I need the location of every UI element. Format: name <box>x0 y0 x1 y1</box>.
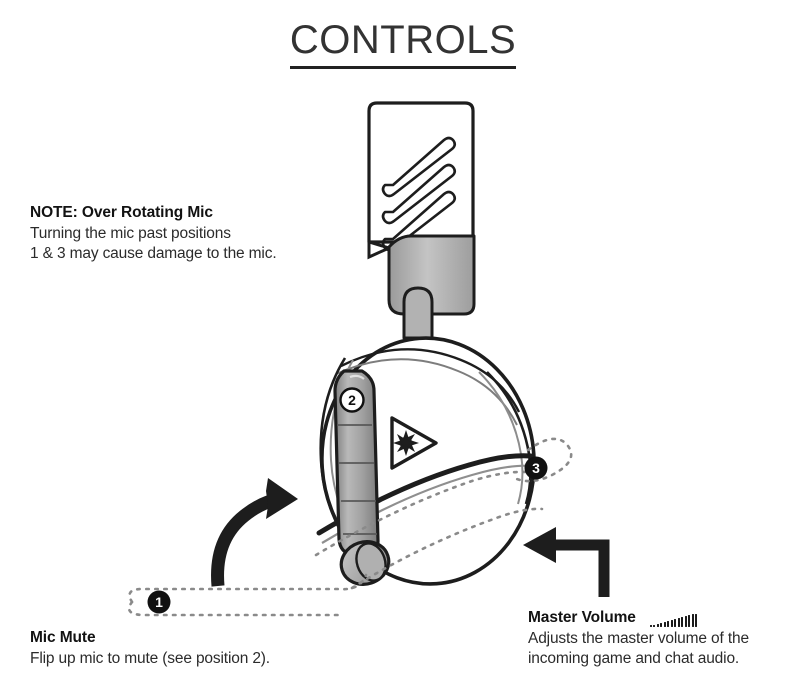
volume-bars-icon <box>649 613 698 629</box>
note-callout: NOTE: Over Rotating Mic Turning the mic … <box>30 203 277 264</box>
position-marker-1: 1 <box>147 590 171 614</box>
mic-mute-callout-line-1: Flip up mic to mute (see position 2). <box>30 649 270 667</box>
headband-yoke <box>387 234 476 340</box>
master-volume-callout-line-2: incoming game and chat audio. <box>528 649 740 667</box>
mic-mute-callout: Mic Mute Flip up mic to mute (see positi… <box>30 628 270 669</box>
master-volume-callout-line-1: Adjusts the master volume of the <box>528 629 749 647</box>
mic-boom <box>333 369 391 586</box>
position-marker-2: 2 <box>339 387 365 413</box>
note-callout-line-2: 1 & 3 may cause damage to the mic. <box>30 244 277 262</box>
headband-panel <box>367 101 475 260</box>
page-title: CONTROLS <box>0 18 806 69</box>
page-title-text: CONTROLS <box>289 18 517 69</box>
position-marker-3: 3 <box>524 456 548 480</box>
master-volume-callout-heading: Master Volume <box>528 609 636 626</box>
mic-mute-callout-heading: Mic Mute <box>30 629 96 646</box>
svg-text:1: 1 <box>155 594 163 610</box>
headband-vent-slots <box>381 136 457 252</box>
note-callout-line-1: Turning the mic past positions <box>30 224 231 242</box>
master-volume-heading-row: Master Volume <box>528 608 749 629</box>
svg-text:3: 3 <box>532 460 540 476</box>
svg-text:2: 2 <box>348 392 356 408</box>
master-volume-callout: Master Volume Adjusts the master volume … <box>528 608 749 669</box>
mic-rotation-path <box>127 437 573 617</box>
turtle-beach-logo <box>390 416 438 470</box>
ear-cup <box>316 336 536 586</box>
master-volume-arrow <box>523 527 610 597</box>
note-callout-heading: NOTE: Over Rotating Mic <box>30 204 213 221</box>
mic-rotation-arrow <box>211 478 298 587</box>
